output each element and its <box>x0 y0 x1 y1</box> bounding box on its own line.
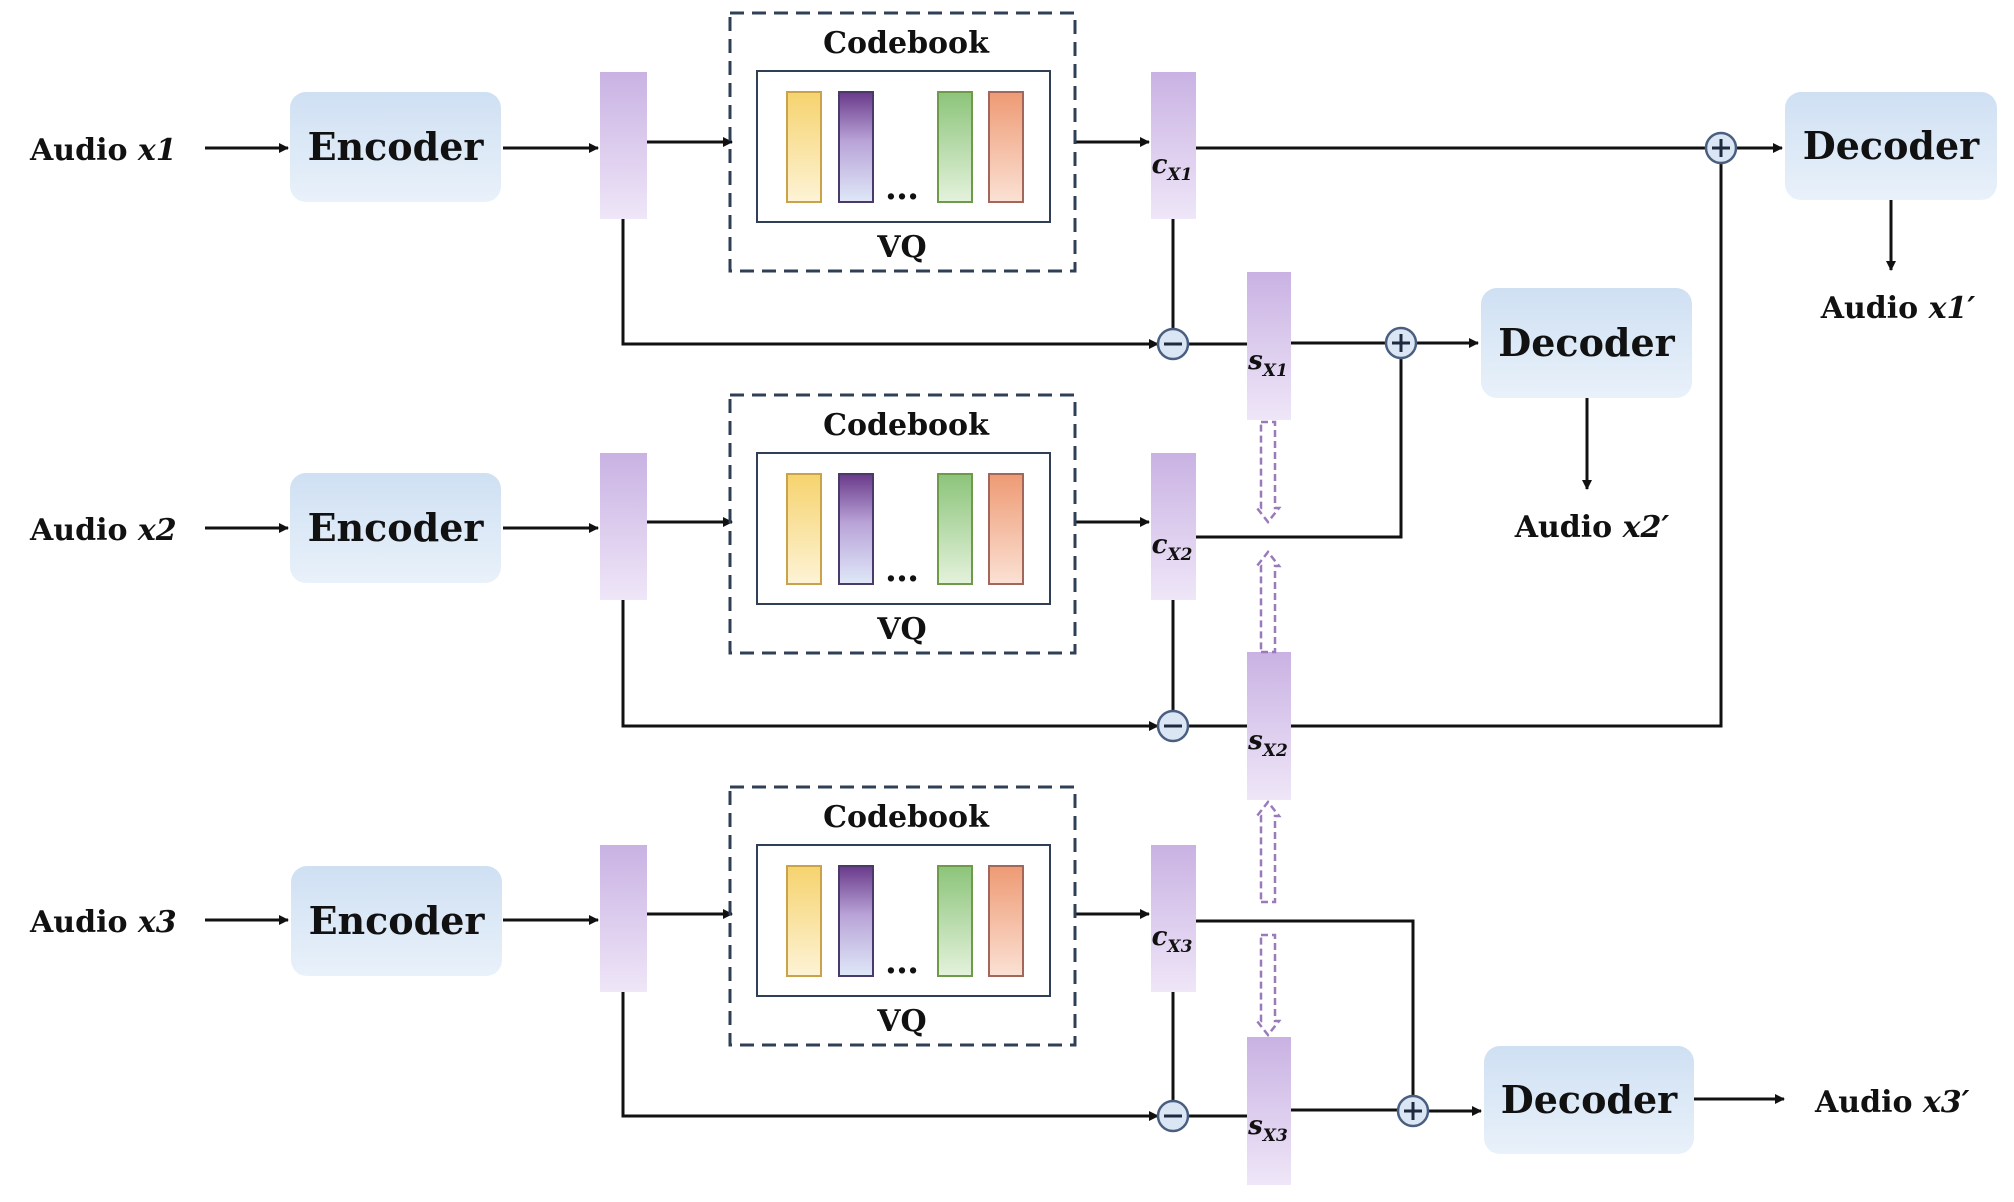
codebook-dashed-frame <box>728 393 1077 655</box>
content-x3-to-add <box>1196 919 1415 1095</box>
swap-arrow-s2-to-c3 <box>1254 799 1282 904</box>
residual-path-1 <box>621 219 1159 349</box>
decoder-2: Decoder <box>1481 288 1692 398</box>
codebook-title: Codebook <box>823 26 990 61</box>
codebook-2: Codebook … VQ <box>728 393 1077 655</box>
code-vector-yellow <box>786 865 822 977</box>
decoder-2-label: Decoder <box>1498 320 1675 365</box>
decoder-2-box <box>1481 288 1692 398</box>
vq-label: VQ <box>876 1004 926 1039</box>
encoder-2-box <box>290 473 501 583</box>
codebook-3: Codebook … VQ <box>728 785 1077 1047</box>
subtract-op-3 <box>1156 1099 1190 1133</box>
encoder-1-box <box>290 92 501 202</box>
encoder-1: Encoder <box>290 92 501 202</box>
style-code-label-1: sX1 <box>1247 346 1288 381</box>
decoder-1-label: Decoder <box>1803 123 1980 168</box>
code-vector-orange <box>988 91 1024 203</box>
content-code-label-3: cX3 <box>1152 922 1193 957</box>
code-vector-purple <box>838 91 874 203</box>
vq-label: VQ <box>876 612 926 647</box>
decoder-3: Decoder <box>1484 1046 1694 1154</box>
encoder-3-label: Encoder <box>309 898 486 943</box>
swap-arrow-s1-to-c2 <box>1254 420 1282 525</box>
code-vector-green <box>937 865 973 977</box>
subtract-op-2 <box>1156 709 1190 743</box>
decoder-3-box <box>1484 1046 1694 1154</box>
codebook-dashed-frame <box>728 11 1077 273</box>
code-vector-orange <box>988 865 1024 977</box>
content-code-label-2: cX2 <box>1152 530 1193 565</box>
code-vector-green <box>937 91 973 203</box>
codebook-1: Codebook … VQ <box>728 11 1077 273</box>
subtract-op-1 <box>1156 327 1190 361</box>
encoder-2: Encoder <box>290 473 501 583</box>
content-code-label-1: cX1 <box>1152 150 1193 185</box>
encoder-1-label: Encoder <box>308 124 485 169</box>
add-op-1 <box>1704 131 1738 165</box>
content-code-bar-2 <box>1151 453 1196 600</box>
swap-arrow-c2-to-s1 <box>1254 549 1282 654</box>
encoder-feature-2 <box>600 453 647 600</box>
codebook-ellipsis: … <box>885 550 919 590</box>
encoder-feature-1 <box>600 72 647 219</box>
code-vector-green <box>937 473 973 585</box>
codebook-dashed-frame <box>728 785 1077 1047</box>
add-op-2 <box>1384 326 1418 360</box>
output-label-x2: Audio x2′ <box>1514 510 1670 545</box>
content-code-bar-3 <box>1151 845 1196 992</box>
style-code-bar-3 <box>1247 1037 1291 1185</box>
input-label-x3: Audio x3 <box>29 905 177 940</box>
encoder-3-box <box>291 866 502 976</box>
output-label-x1: Audio x1′ <box>1820 291 1976 326</box>
style-code-bar-1 <box>1247 272 1291 420</box>
code-vector-orange <box>988 473 1024 585</box>
code-vector-yellow <box>786 473 822 585</box>
style-code-bar-2 <box>1247 652 1291 800</box>
codebook-title: Codebook <box>823 800 990 835</box>
encoder-feature-3 <box>600 845 647 992</box>
input-label-x2: Audio x2 <box>29 513 177 548</box>
code-vector-purple <box>838 865 874 977</box>
swap-arrow-c3-to-s3 <box>1254 933 1282 1038</box>
encoder-3: Encoder <box>291 866 502 976</box>
vq-label: VQ <box>876 230 926 265</box>
style-x2-to-add-1 <box>1291 164 1723 728</box>
output-label-x3: Audio x3′ <box>1814 1085 1970 1120</box>
style-code-label-3: sX3 <box>1247 1111 1288 1146</box>
residual-path-2 <box>621 600 1159 731</box>
style-code-label-2: sX2 <box>1247 726 1288 761</box>
decoder-3-label: Decoder <box>1501 1077 1678 1122</box>
decoder-1: Decoder <box>1785 92 1997 200</box>
encoder-2-label: Encoder <box>308 505 485 550</box>
code-vector-yellow <box>786 91 822 203</box>
codebook-ellipsis: … <box>885 168 919 208</box>
content-x2-to-add <box>1196 359 1403 539</box>
code-vector-purple <box>838 473 874 585</box>
content-code-bar-1 <box>1151 72 1196 219</box>
codebook-title: Codebook <box>823 408 990 443</box>
input-label-x1: Audio x1 <box>29 133 177 168</box>
residual-path-3 <box>621 992 1159 1121</box>
add-op-3 <box>1396 1094 1430 1128</box>
decoder-1-box <box>1785 92 1997 200</box>
codebook-ellipsis: … <box>885 942 919 982</box>
